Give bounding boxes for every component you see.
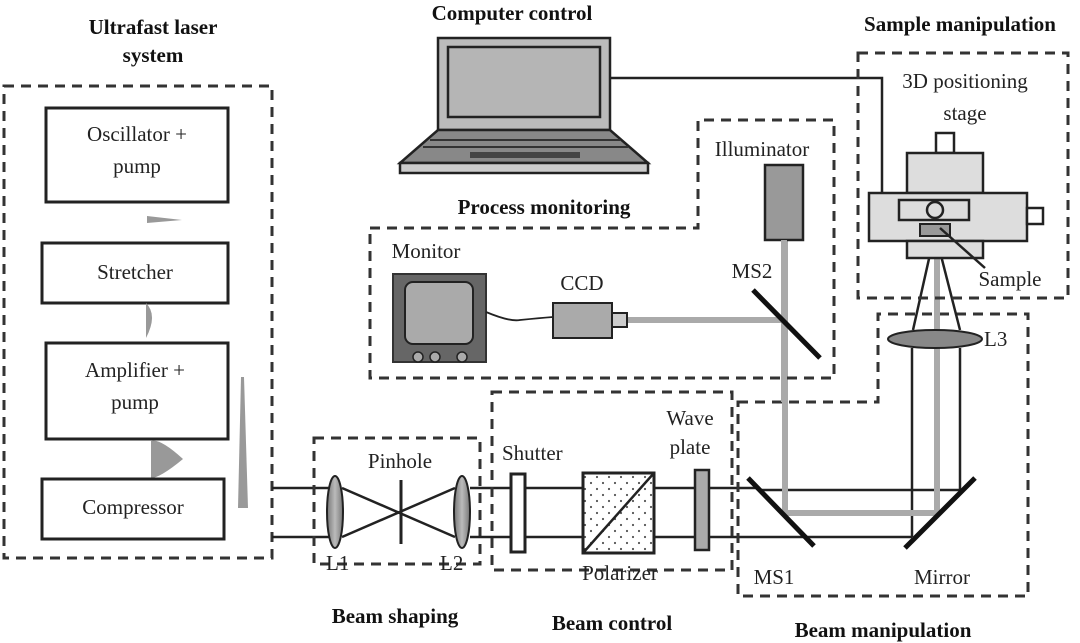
shutter-label: Shutter xyxy=(502,441,563,465)
sample-pointer xyxy=(939,227,986,269)
beam-manipulation-title: Beam manipulation xyxy=(795,618,972,642)
lens-l1 xyxy=(326,475,344,549)
beam-shaping-group xyxy=(312,436,482,566)
stage-label: 3D positioning xyxy=(902,69,1028,93)
sample-label: Sample xyxy=(979,267,1042,291)
waveplate-label-2: plate xyxy=(670,435,711,459)
polarizer-label: Polarizer xyxy=(582,561,658,585)
compressor-label: Compressor xyxy=(82,495,184,519)
illuminator xyxy=(763,163,805,242)
control-cable xyxy=(610,76,884,193)
ccd-label: CCD xyxy=(560,271,603,295)
beam-splitter-ms1 xyxy=(746,476,816,548)
process-monitoring-group xyxy=(368,118,836,380)
laptop-icon xyxy=(396,36,652,175)
l1-label: L1 xyxy=(326,551,349,575)
ccd-camera-icon xyxy=(552,302,628,339)
lens-l2 xyxy=(453,475,471,549)
oscillator-label: Oscillator + xyxy=(87,122,187,146)
wave-plate xyxy=(693,468,711,552)
oscillator-label-2: pump xyxy=(113,154,161,178)
computer-control-title: Computer control xyxy=(432,1,593,25)
beam-splitter-ms2 xyxy=(751,288,822,360)
l3-label: L3 xyxy=(984,327,1007,351)
converge-ray-2 xyxy=(341,486,456,539)
monitor-label: Monitor xyxy=(392,239,461,263)
mirror xyxy=(903,476,977,550)
amplifier-block: Amplifier + pump xyxy=(44,341,230,441)
polarizer-diagonal xyxy=(582,472,655,554)
shutter xyxy=(509,472,527,554)
stretcher-block: Stretcher xyxy=(40,241,230,305)
l2-label: L2 xyxy=(440,551,463,575)
beam-manipulation-group xyxy=(736,312,1030,598)
monitor-cable xyxy=(485,311,554,322)
sample-manipulation-title: Sample manipulation xyxy=(864,12,1056,36)
amplifier-label: Amplifier + xyxy=(85,358,185,382)
oscillator-block: Oscillator + pump xyxy=(44,106,230,204)
beam-shaping-title: Beam shaping xyxy=(332,604,459,628)
lens-l3 xyxy=(887,329,983,349)
seed-pulse-icon xyxy=(147,216,182,223)
sample-manipulation-group xyxy=(856,51,1070,300)
laser-system-title-1: Ultrafast laser xyxy=(89,15,218,39)
compressed-pulse-icon xyxy=(238,377,248,508)
process-monitoring-title: Process monitoring xyxy=(458,195,631,219)
ms2-label: MS2 xyxy=(732,259,773,283)
compressor-block: Compressor xyxy=(40,477,226,541)
laser-system-title-2: system xyxy=(123,43,184,67)
pinhole-label: Pinhole xyxy=(368,449,432,473)
monitor-icon xyxy=(392,273,487,363)
amplifier-label-2: pump xyxy=(111,390,159,414)
stretched-pulse-icon xyxy=(146,303,152,338)
stage-label-2: stage xyxy=(943,101,986,125)
positioning-stage-icon xyxy=(867,131,1045,260)
amplified-pulse-icon xyxy=(151,440,183,478)
beam-control-title: Beam control xyxy=(552,611,673,635)
beam-control-group xyxy=(490,390,734,572)
stretcher-label: Stretcher xyxy=(97,260,173,284)
waveplate-label: Wave xyxy=(666,406,713,430)
mirror-label: Mirror xyxy=(914,565,970,589)
ms1-label: MS1 xyxy=(754,565,795,589)
illuminator-label: Illuminator xyxy=(715,137,809,161)
laser-system-group xyxy=(2,84,274,560)
